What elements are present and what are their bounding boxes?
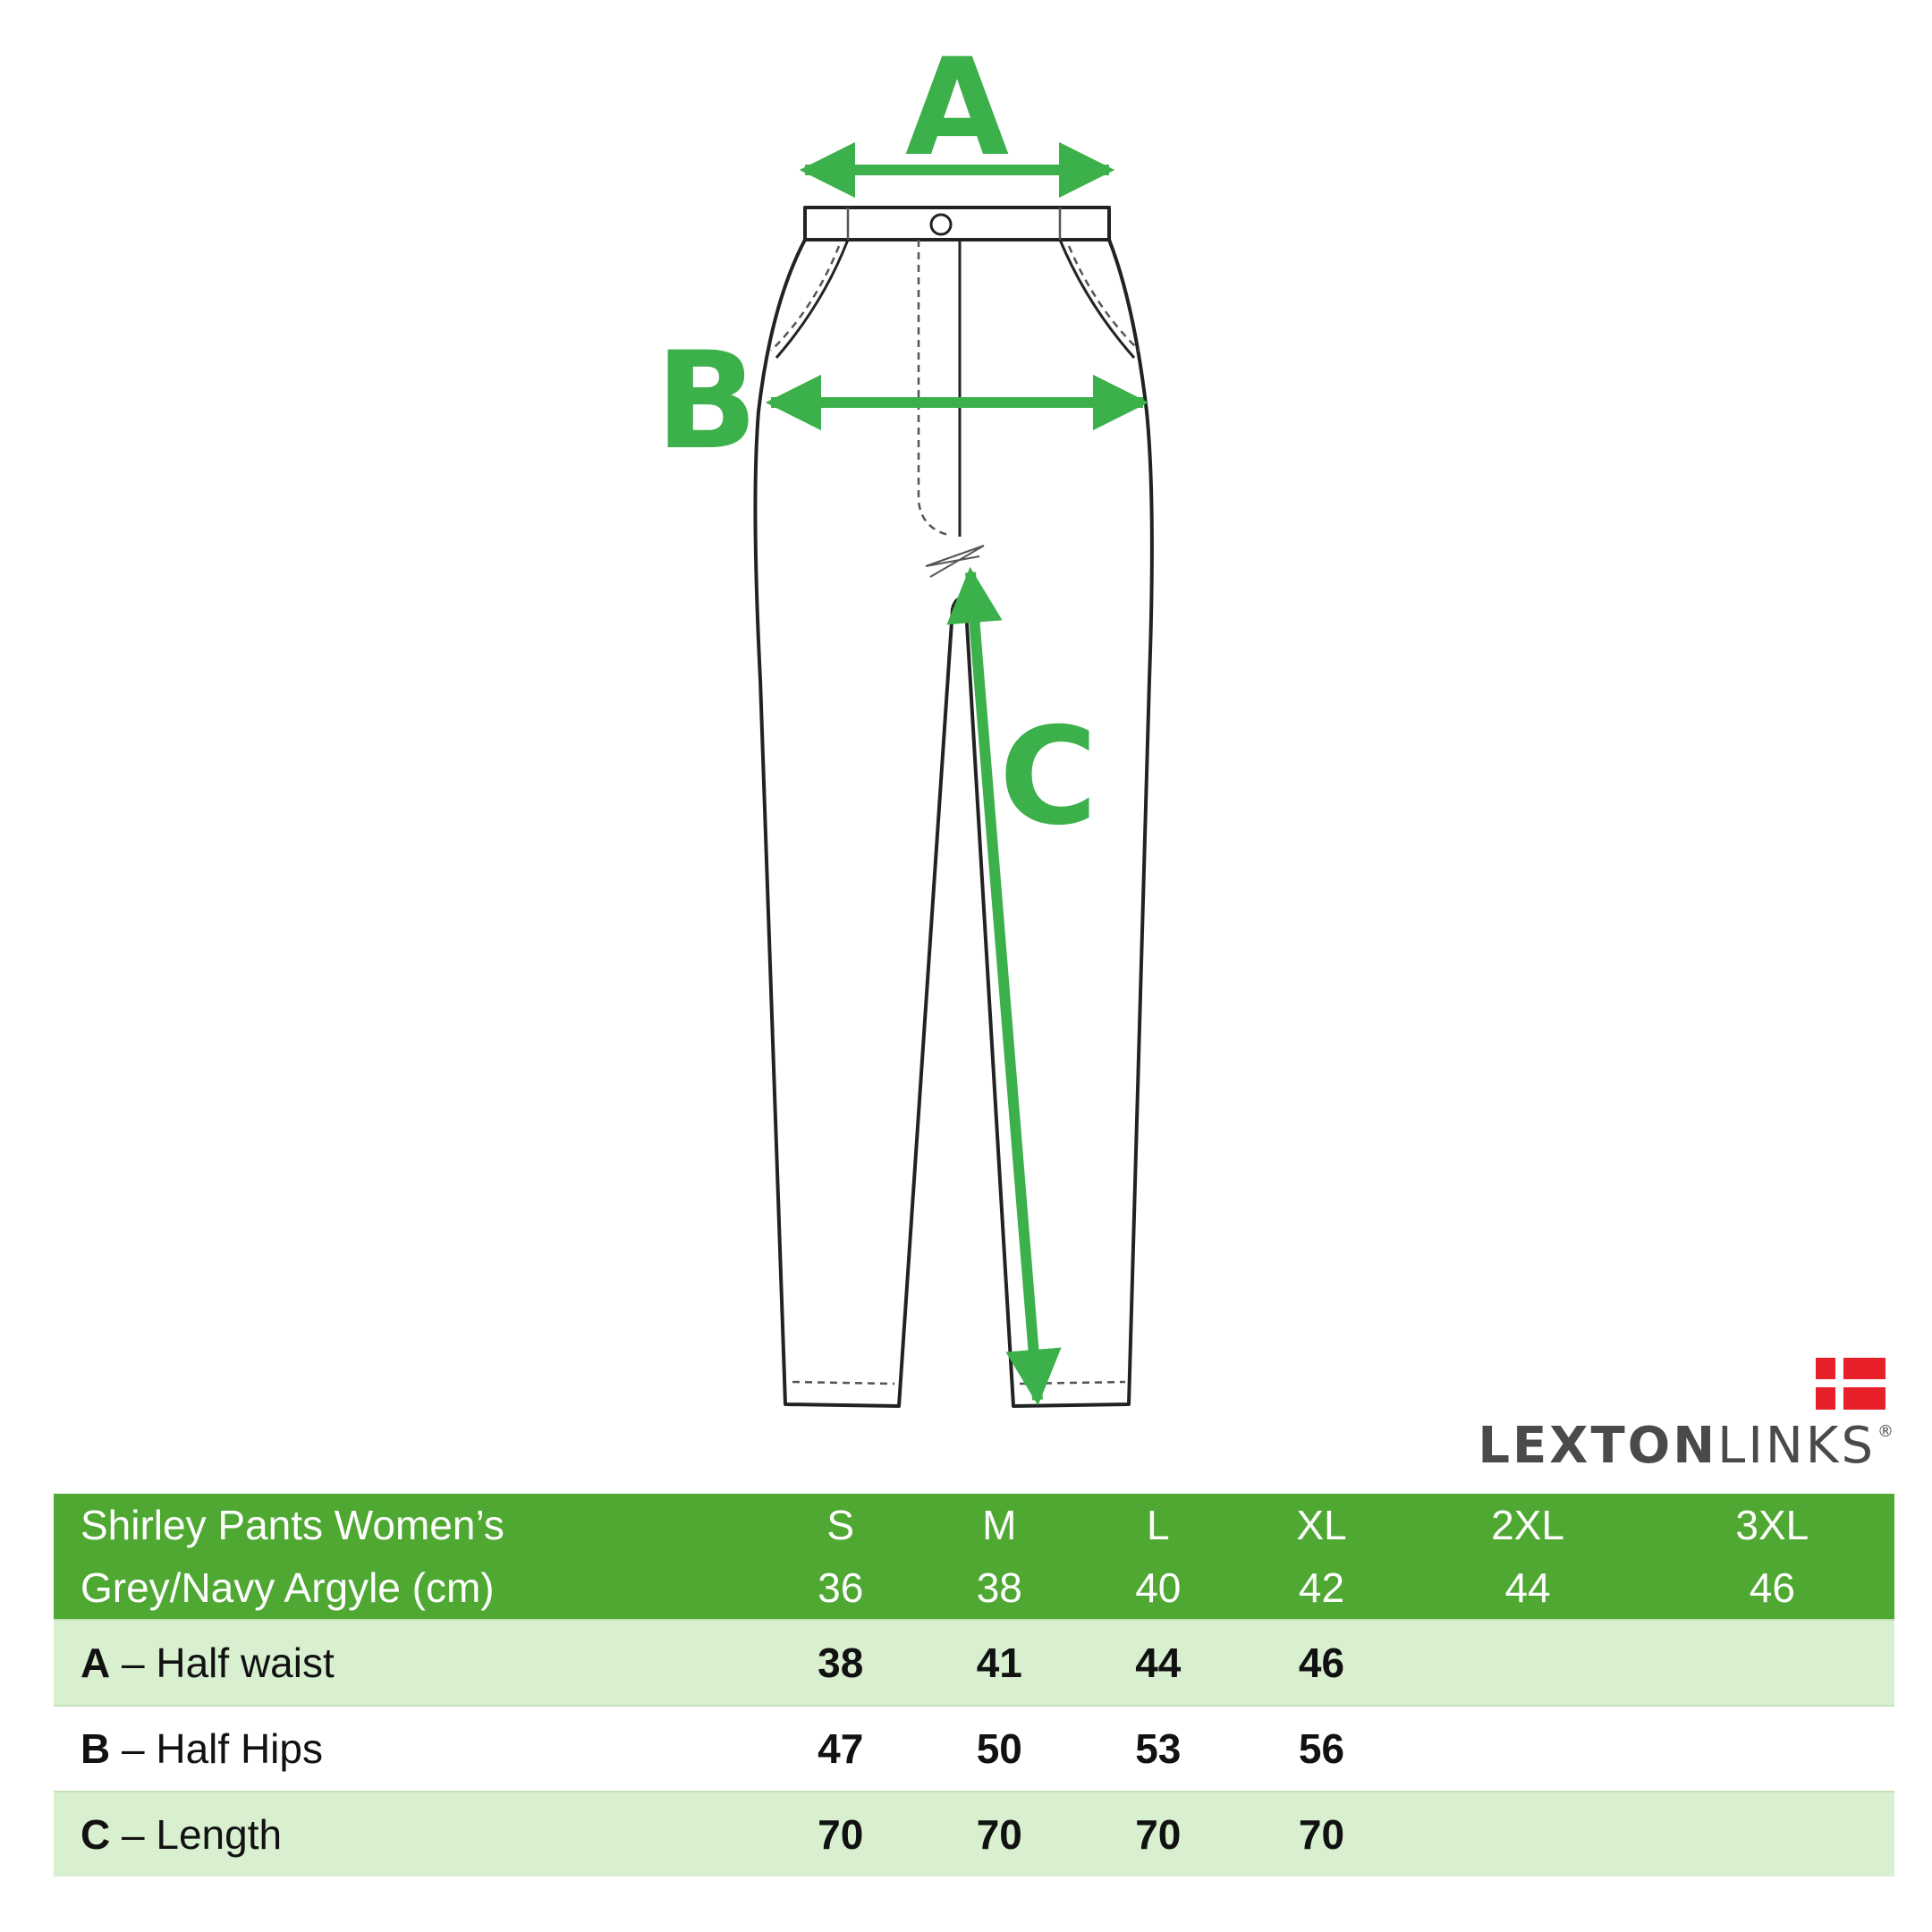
table-title-line1: Shirley Pants Women’s: [80, 1502, 504, 1548]
table-cell: 41: [919, 1619, 1080, 1706]
table-row-half-hips: B – Half Hips 47 50 53 56: [54, 1705, 1894, 1792]
table-cell: 38: [761, 1619, 920, 1706]
size-label: M: [982, 1502, 1017, 1548]
brand-logo: LEXTONLINKS®: [1431, 1358, 1896, 1475]
table-cell: [1649, 1705, 1894, 1792]
table-header-sizes: Shirley Pants Women’s S M L XL 2XL 3XL: [54, 1494, 1894, 1556]
size-number: 36: [818, 1564, 864, 1611]
size-label: S: [826, 1502, 855, 1548]
table-cell: [1405, 1705, 1650, 1792]
table-cell: [1649, 1791, 1894, 1877]
label-b: B: [656, 324, 758, 479]
table-cell: 70: [1079, 1791, 1238, 1877]
length-arrow: [946, 566, 1062, 1406]
label-c: C: [999, 699, 1097, 855]
danish-flag-icon: [1816, 1358, 1885, 1410]
table-cell: [1405, 1619, 1650, 1706]
size-label: L: [1146, 1502, 1170, 1548]
table-cell: 47: [761, 1705, 920, 1792]
size-number: 38: [976, 1564, 1022, 1611]
table-cell: 50: [919, 1705, 1080, 1792]
pants-diagram: A B C: [656, 30, 1154, 1408]
size-label: 2XL: [1491, 1502, 1564, 1548]
table-cell: [1405, 1791, 1650, 1877]
pants-details: [770, 208, 1140, 1385]
logo-text: LEXTONLINKS®: [1478, 1417, 1896, 1475]
table-cell: 44: [1079, 1619, 1238, 1706]
size-number: 44: [1504, 1564, 1551, 1611]
table-cell: 70: [919, 1791, 1080, 1877]
table-row-half-waist: A – Half waist 38 41 44 46: [54, 1619, 1894, 1706]
size-number: 40: [1135, 1564, 1182, 1611]
table-cell: 56: [1237, 1705, 1406, 1792]
row-label: A – Half waist: [54, 1619, 761, 1706]
size-chart-table: Shirley Pants Women’s S M L XL 2XL 3XL G…: [54, 1494, 1894, 1877]
size-label: XL: [1296, 1502, 1347, 1548]
size-number: 46: [1749, 1564, 1795, 1611]
table-cell: 70: [1237, 1791, 1406, 1877]
row-label: C – Length: [54, 1791, 761, 1877]
label-a: A: [905, 30, 1009, 186]
table-cell: 46: [1237, 1619, 1406, 1706]
table-header-numbers: Grey/Navy Argyle (cm) 36 38 40 42 44 46: [54, 1556, 1894, 1620]
table-cell: 53: [1079, 1705, 1238, 1792]
table-row-length: C – Length 70 70 70 70: [54, 1791, 1894, 1877]
table-title-line2: Grey/Navy Argyle (cm): [80, 1564, 495, 1611]
size-label: 3XL: [1735, 1502, 1809, 1548]
table-cell: 70: [761, 1791, 920, 1877]
row-label: B – Half Hips: [54, 1705, 761, 1792]
size-number: 42: [1298, 1564, 1345, 1611]
table-cell: [1649, 1619, 1894, 1706]
